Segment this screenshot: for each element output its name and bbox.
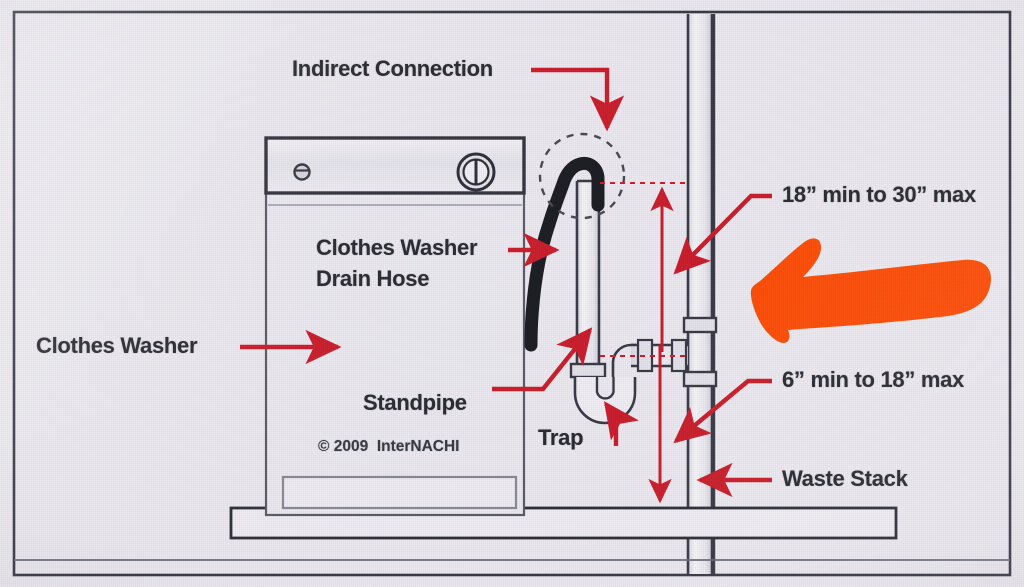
clothes-washer-body [264,136,526,517]
washer-selector-dial [456,152,496,192]
clothes-washer-drain-hose [524,156,605,352]
stack-coupling-upper [682,316,718,334]
washer-small-knob [293,163,311,181]
label-clothes-washer: Clothes Washer [36,333,198,358]
label-drain-hose-line2: Drain Hose [316,266,430,291]
orange-annotation-arrow [750,238,992,343]
label-trap: Trap [538,425,584,450]
leader-dim-upper [673,193,772,275]
floor-board [229,506,898,540]
stack-coupling-lower [682,370,718,388]
copyright-notice: © 2009 InterNACHI [318,438,460,455]
leader-dim-lower [673,378,772,444]
waste-stack [682,14,718,574]
label-dimension-standpipe-height: 18” min to 30” max [782,182,976,207]
standpipe-coupling [569,362,607,379]
label-waste-stack: Waste Stack [782,466,908,491]
label-standpipe: Standpipe [363,390,467,415]
diagram-border [12,10,1012,577]
washer-plinth [281,475,518,510]
label-drain-hose-line1: Clothes Washer [316,235,478,260]
leader-indirect-connection [531,67,625,132]
leader-trap [603,401,639,446]
label-indirect-connection: Indirect Connection [292,56,493,81]
indirect-connection-highlight-circle [538,132,626,220]
floor-assembly [14,506,1010,561]
label-dimension-trap-to-floor: 6” min to 18” max [782,367,964,392]
dimension-reference-lines [600,182,690,357]
leader-standpipe [492,327,593,392]
